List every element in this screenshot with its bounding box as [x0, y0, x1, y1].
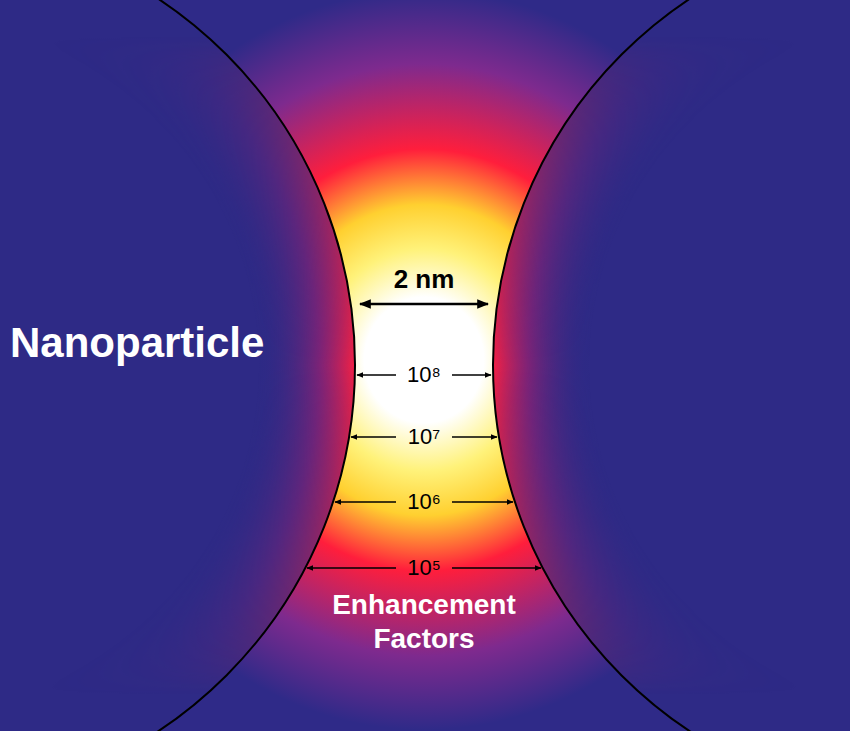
- enhancement-value: 10⁶: [407, 489, 441, 515]
- gap-width-arrow: [360, 303, 488, 306]
- nanoparticle-body: [0, 0, 355, 731]
- axis-caption: Enhancement Factors: [299, 588, 549, 655]
- dimension-arrow: [335, 501, 396, 503]
- right-particle-rim-glow: [493, 0, 850, 731]
- dimension-arrow: [452, 567, 541, 569]
- dimension-arrow: [351, 436, 396, 438]
- nanoparticle-rim-glow: [0, 0, 355, 731]
- dimension-arrow: [452, 374, 491, 376]
- right-particle-outline: [493, 0, 850, 731]
- dimension-arrow: [307, 567, 396, 569]
- enhancement-value: 10⁵: [407, 555, 441, 581]
- dimension-arrow: [452, 501, 513, 503]
- particle-label: Nanoparticle: [10, 318, 264, 368]
- gap-dimension: 2 nm: [394, 264, 455, 295]
- nanoparticle-outline: [0, 0, 355, 731]
- dimension-arrow: [357, 374, 396, 376]
- dimension-arrow: [452, 436, 497, 438]
- enhancement-value: 10⁷: [408, 424, 440, 450]
- right-nanoparticle: [493, 0, 850, 731]
- nanoparticle: Nanoparticle: [0, 0, 357, 731]
- enhancement-value: 10⁸: [407, 362, 441, 388]
